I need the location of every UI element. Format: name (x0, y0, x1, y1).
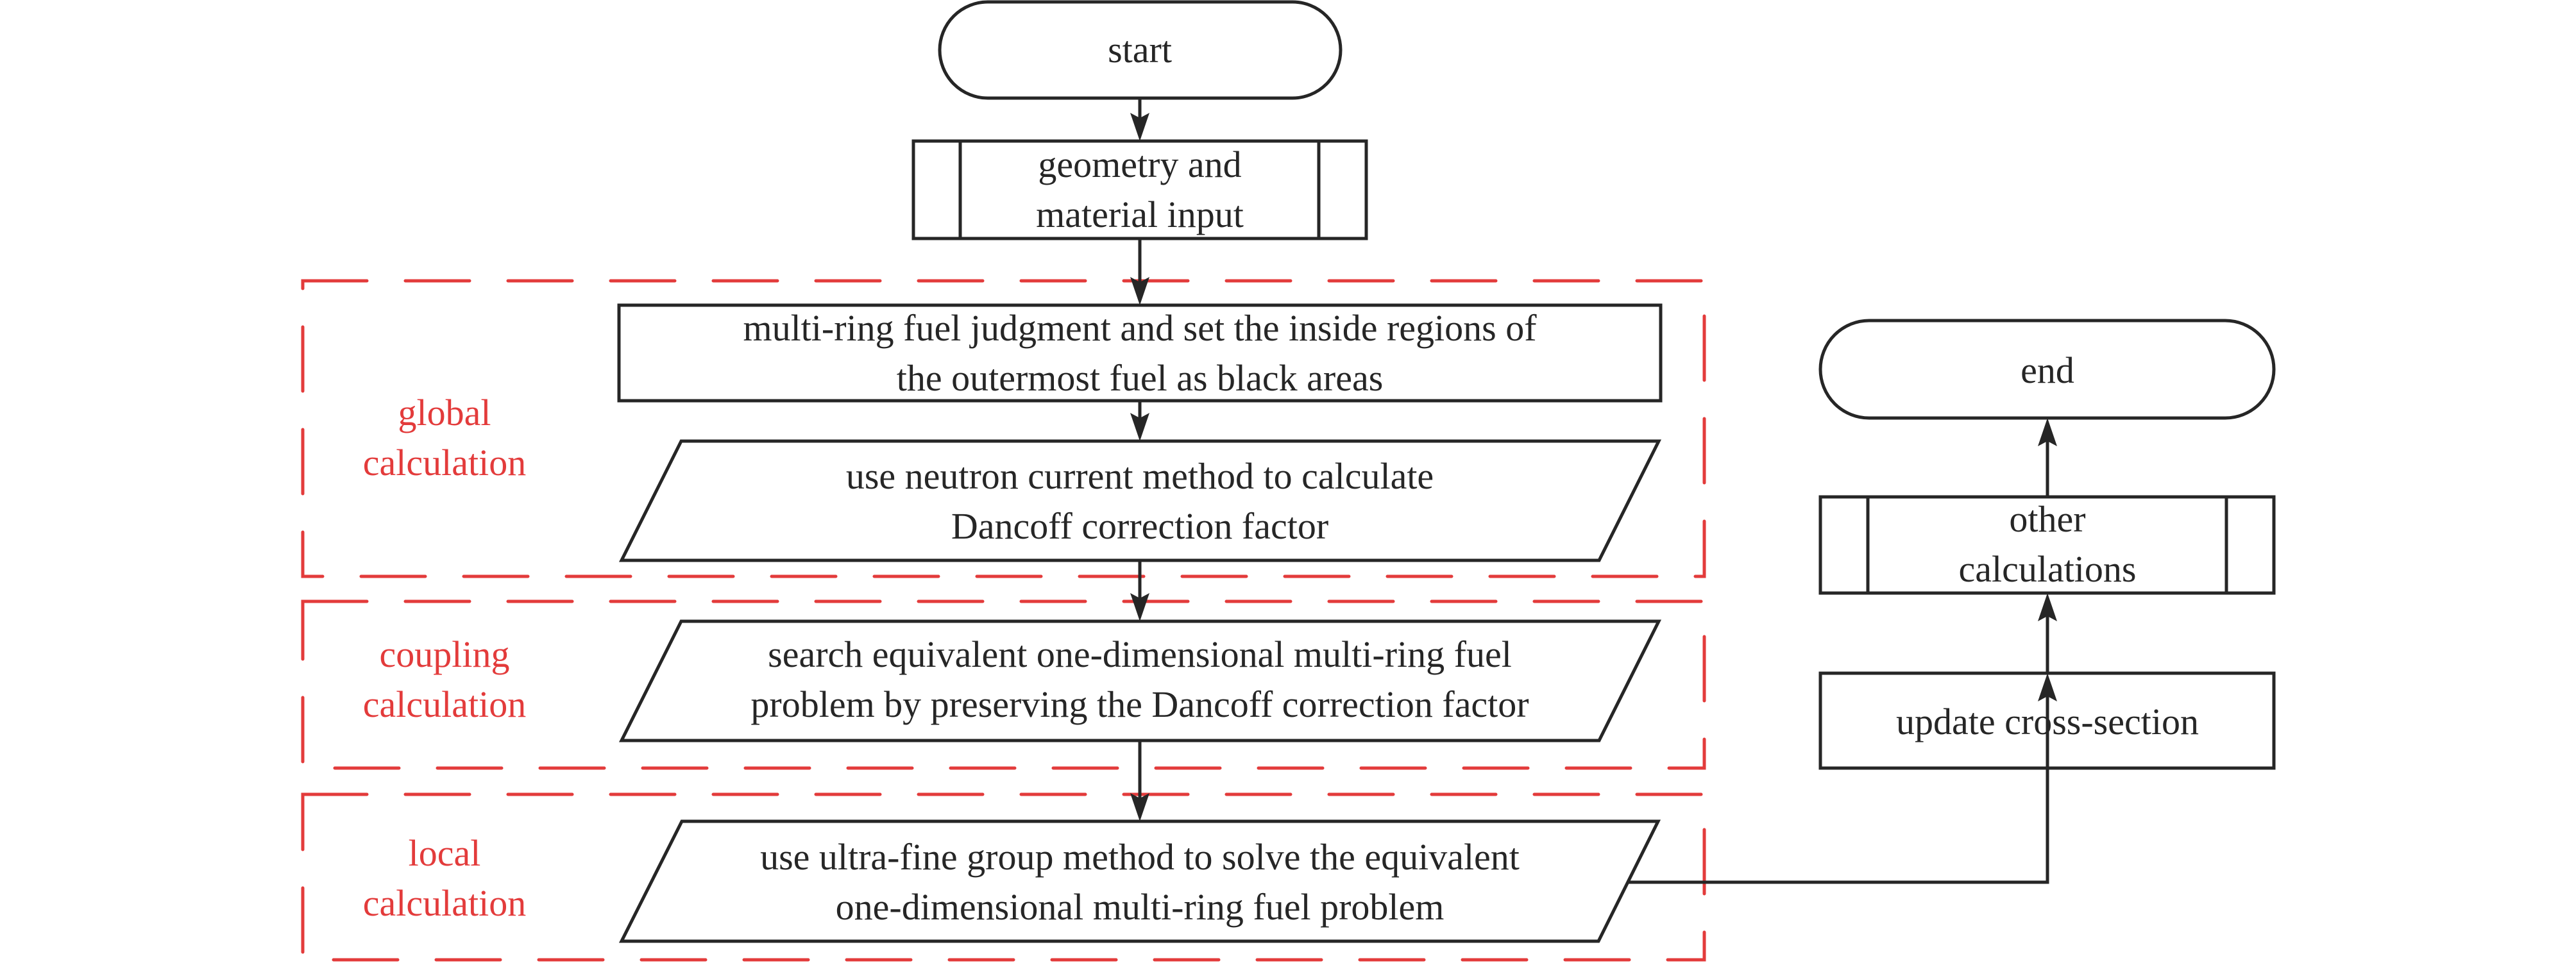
region-coupling-label: coupling calculation (362, 633, 527, 725)
other-calculations-label: other calculations (1958, 498, 2137, 590)
multi-ring-judgment-node (617, 303, 1663, 403)
region-local-box (301, 792, 1706, 962)
edge-search-to-ultrafine (1130, 741, 1149, 821)
edge-ultrafine-to-update (1627, 673, 2057, 884)
update-cross-section-label: update cross-section (1896, 701, 2199, 742)
ultra-fine-group-label: use ultra-fine group method to solve the… (760, 836, 1520, 928)
ultra-fine-group-node (618, 819, 1661, 943)
multi-ring-judgment-label: multi-ring fuel judgment and set the ins… (743, 307, 1537, 399)
edge-update-to-other (2038, 593, 2057, 673)
start-label: start (1108, 29, 1172, 71)
edge-geometry-to-judgment (1130, 239, 1149, 305)
region-local-label: local calculation (362, 832, 527, 924)
region-global-box (301, 279, 1706, 578)
edge-judgment-to-neutron (1130, 401, 1149, 441)
other-calculations-node (1818, 495, 2276, 595)
geometry-input-node (911, 139, 1368, 240)
end-label: end (2021, 349, 2074, 391)
region-global-label: global calculation (362, 392, 527, 483)
geometry-input-label: geometry and material input (1036, 144, 1244, 235)
neutron-current-node (618, 439, 1662, 562)
region-coupling-box (301, 599, 1706, 770)
edge-start-to-geometry (1130, 98, 1149, 141)
search-equivalent-node (618, 619, 1662, 742)
end-node (1818, 319, 2276, 420)
edge-other-to-end (2038, 418, 2057, 497)
neutron-current-label: use neutron current method to calculate … (845, 455, 1434, 547)
search-equivalent-label: search equivalent one-dimensional multi-… (750, 633, 1529, 725)
edge-neutron-to-search (1130, 560, 1149, 621)
